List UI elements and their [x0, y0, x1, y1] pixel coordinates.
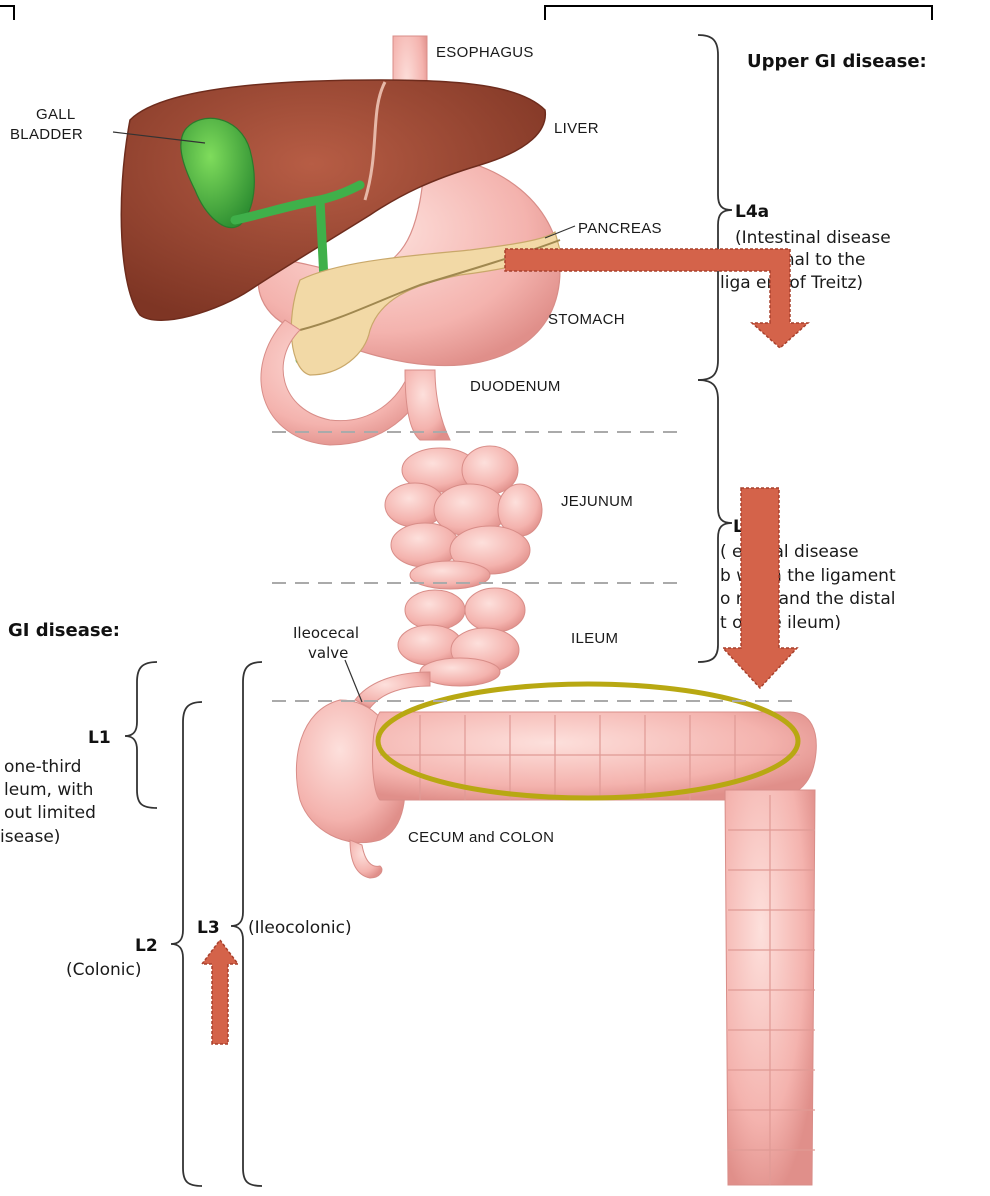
label-duodenum: DUODENUM [470, 378, 561, 395]
duodenum-tube [405, 370, 450, 440]
label-gall-bladder-line2: BLADDER [10, 126, 83, 143]
l2-code: L2 [135, 936, 158, 956]
label-ileum: ILEUM [571, 630, 618, 647]
appendix-shape [350, 840, 382, 878]
l4b-desc-line4: t of the ileum) [720, 613, 841, 633]
l3-desc: (Ileocolonic) [248, 918, 352, 938]
l1-desc-line3: out limited [4, 803, 96, 823]
label-gall-bladder-line1: GALL [36, 106, 76, 123]
l1-desc-line4: isease) [0, 827, 60, 847]
l4a-desc-line2: mal to the [778, 250, 865, 270]
label-esophagus: ESOPHAGUS [436, 44, 534, 61]
frame-top-right [545, 6, 932, 20]
terminal-ileum [355, 672, 430, 708]
label-ileocecal-valve-line2: valve [308, 644, 348, 662]
frame-top-left [0, 6, 14, 20]
l3-code: L3 [197, 918, 220, 938]
l1-desc-line2: leum, with [4, 780, 93, 800]
arrow-l3-up [202, 940, 238, 1044]
l1-code: L1 [88, 728, 111, 748]
label-jejunum: JEJUNUM [561, 493, 633, 510]
label-liver: LIVER [554, 120, 599, 137]
upper-gi-title: Upper GI disease: [747, 51, 927, 72]
transverse-colon-shape [373, 712, 817, 800]
label-ileocecal-valve-line1: Ileocecal [293, 624, 359, 642]
jejunum-coils [385, 446, 542, 589]
label-cecum-colon: CECUM and COLON [408, 829, 554, 846]
label-stomach: STOMACH [548, 311, 625, 328]
label-pancreas: PANCREAS [578, 220, 662, 237]
l4a-code: L4a [735, 202, 769, 222]
l2-desc: (Colonic) [66, 960, 142, 980]
ileum-coils [398, 588, 525, 686]
lower-gi-title: GI disease: [8, 620, 120, 641]
l1-desc-line1: one-third [4, 757, 81, 777]
l4a-desc-line3: liga ent of Treitz) [720, 273, 863, 293]
l4a-desc-line1: (Intestinal disease [735, 228, 891, 248]
